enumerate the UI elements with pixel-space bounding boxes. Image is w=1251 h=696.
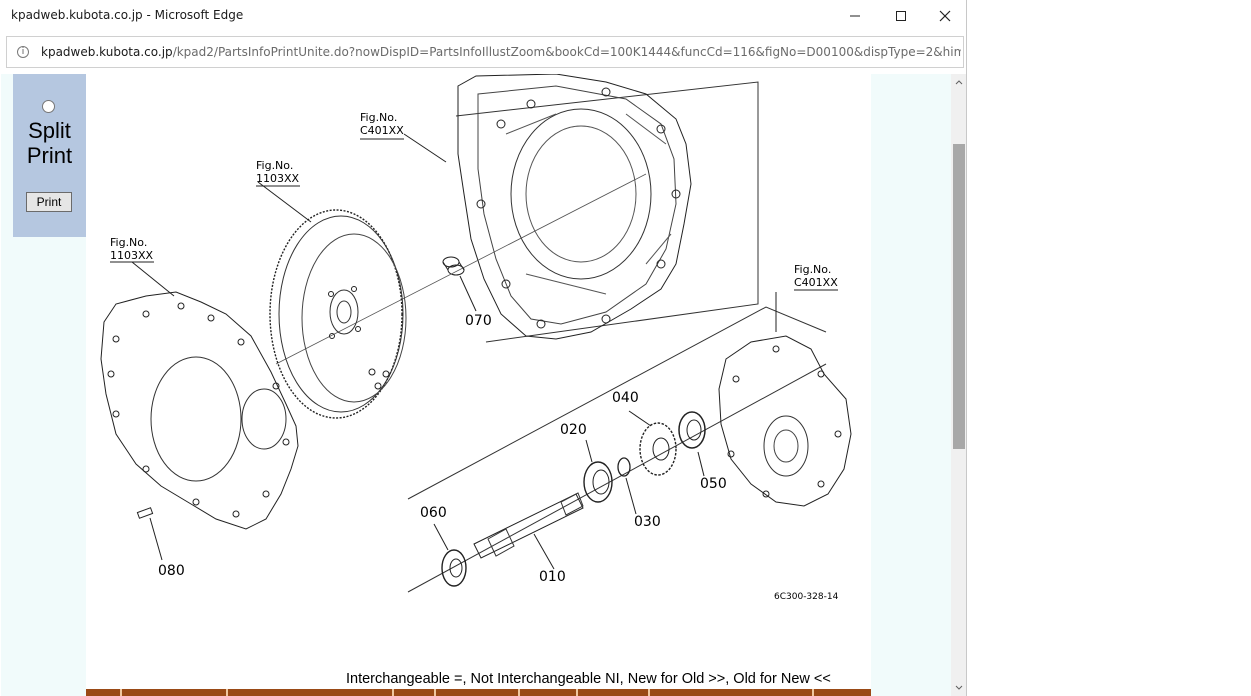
parts-table-header-strip — [86, 689, 871, 696]
page-content: Split Print Print — [1, 74, 951, 696]
fig-code-text: C401XX — [794, 276, 838, 289]
part-number-070[interactable]: 070 — [465, 313, 492, 329]
fig-no-text: Fig.No. — [110, 236, 148, 249]
fig-label-c401xx-top: Fig.No. C401XX — [360, 111, 404, 137]
part-number-030[interactable]: 030 — [634, 514, 661, 530]
interchangeability-legend: Interchangeable =, Not Interchangeable N… — [346, 671, 831, 687]
window-title: kpadweb.kubota.co.jp - Microsoft Edge — [11, 8, 244, 22]
parts-diagram: Fig.No. C401XX Fig.No. 1103XX Fig.No. 11… — [86, 74, 871, 696]
fig-no-text: Fig.No. — [360, 111, 398, 124]
exploded-view-drawing — [100, 74, 852, 593]
fig-code-text: C401XX — [360, 124, 404, 137]
fig-code-text: 1103XX — [256, 172, 300, 185]
title-bar: kpadweb.kubota.co.jp - Microsoft Edge — [0, 0, 966, 32]
url-text[interactable]: kpadweb.kubota.co.jp/kpad2/PartsInfoPrin… — [41, 45, 961, 59]
maximize-icon — [896, 11, 906, 21]
scroll-up-button[interactable] — [951, 74, 966, 90]
close-icon — [939, 10, 951, 22]
minimize-icon — [850, 15, 860, 17]
scroll-thumb[interactable] — [953, 144, 965, 449]
part-number-080[interactable]: 080 — [158, 563, 185, 579]
split-print-radio[interactable] — [42, 100, 55, 113]
info-icon[interactable]: i — [17, 46, 29, 58]
fig-code-text: 1103XX — [110, 249, 154, 262]
table-header-cell — [434, 689, 518, 696]
fig-no-text: Fig.No. — [794, 263, 832, 276]
part-number-020[interactable]: 020 — [560, 422, 587, 438]
drawing-code: 6C300-328-14 — [774, 592, 839, 602]
address-bar[interactable]: i kpadweb.kubota.co.jp/kpad2/PartsInfoPr… — [6, 36, 964, 68]
minimize-button[interactable] — [832, 0, 878, 32]
chevron-down-icon — [955, 685, 963, 690]
table-header-cell — [392, 689, 434, 696]
fig-label-1103xx-left: Fig.No. 1103XX — [110, 236, 153, 262]
print-button[interactable]: Print — [26, 192, 72, 212]
split-print-panel: Split Print Print — [13, 74, 86, 237]
vertical-scrollbar[interactable] — [951, 74, 966, 696]
url-path: /kpad2/PartsInfoPrintUnite.do?nowDispID=… — [172, 45, 961, 59]
split-label-line2: Print — [26, 143, 73, 168]
split-print-label: Split Print — [13, 118, 86, 168]
table-header-cell — [518, 689, 576, 696]
table-header-cell — [120, 689, 226, 696]
fig-label-c401xx-right: Fig.No. C401XX — [794, 263, 838, 289]
table-header-cell — [226, 689, 392, 696]
split-label-line1: Split — [28, 118, 71, 143]
scroll-down-button[interactable] — [951, 680, 966, 696]
browser-window: kpadweb.kubota.co.jp - Microsoft Edge i … — [0, 0, 967, 696]
fig-label-1103xx-mid: Fig.No. 1103XX — [256, 159, 299, 185]
close-button[interactable] — [922, 0, 966, 32]
url-host: kpadweb.kubota.co.jp — [41, 45, 173, 59]
part-number-010[interactable]: 010 — [539, 569, 566, 585]
table-header-cell — [648, 689, 812, 696]
part-number-040[interactable]: 040 — [612, 390, 639, 406]
part-number-050[interactable]: 050 — [700, 476, 727, 492]
table-header-cell — [576, 689, 648, 696]
part-number-060[interactable]: 060 — [420, 505, 447, 521]
fig-no-text: Fig.No. — [256, 159, 294, 172]
table-header-cell — [812, 689, 871, 696]
chevron-up-icon — [955, 80, 963, 85]
maximize-button[interactable] — [878, 0, 924, 32]
